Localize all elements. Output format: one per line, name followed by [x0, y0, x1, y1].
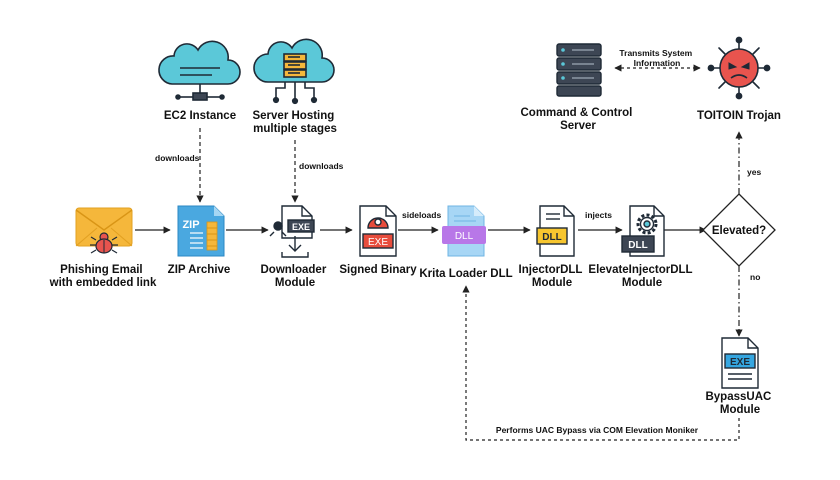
signed-exe-icon: EXE	[359, 205, 397, 257]
injector-node: DLL InjectorDLL Module	[519, 205, 586, 289]
krita-node: DLL Krita Loader DLL	[419, 205, 513, 280]
elevate-badge: DLL	[628, 240, 647, 251]
injector-label: InjectorDLL Module	[519, 264, 586, 289]
signed-label: Signed Binary	[339, 264, 417, 276]
c2-label: Command & Control Server	[520, 107, 635, 132]
trojan-node: TOITOIN Trojan	[697, 36, 781, 122]
decision-label: Elevated?	[712, 225, 766, 237]
downloader-node: EXE Downloader Module	[260, 205, 329, 289]
virus-icon	[707, 36, 771, 100]
phishing-node: Phishing Email with embedded link	[49, 207, 157, 289]
signed-badge: EXE	[368, 237, 388, 248]
zip-badge: ZIP	[182, 219, 199, 231]
edge-label-uac-bypass: Performs UAC Bypass via COM Elevation Mo…	[496, 425, 699, 435]
zip-label: ZIP Archive	[168, 264, 231, 276]
bypass-badge: EXE	[730, 357, 750, 368]
krita-badge: DLL	[455, 231, 474, 242]
injector-badge: DLL	[542, 232, 561, 243]
signed-binary-node: EXE Signed Binary	[339, 205, 417, 276]
elevate-label: ElevateInjectorDLL Module	[588, 264, 695, 289]
elevate-node: DLL ElevateInjectorDLL Module	[588, 205, 695, 289]
cloud-network-icon	[253, 38, 335, 105]
dll-file-icon: DLL	[442, 205, 486, 257]
dll-file-icon: DLL	[536, 205, 575, 257]
server-rack-icon	[556, 43, 602, 97]
zip-file-icon: ZIP	[177, 205, 225, 257]
exe-file-icon: EXE	[721, 337, 759, 389]
edge-label-downloads-server: downloads	[299, 161, 344, 171]
edge-label-downloads-ec2: downloads	[155, 153, 200, 163]
malicious-email-icon	[75, 207, 133, 254]
bypass-node: EXE BypassUAC Module	[705, 337, 774, 416]
edge-label-sideloads: sideloads	[402, 210, 441, 220]
edges	[135, 64, 743, 441]
cloud-server-icon	[158, 40, 241, 101]
edge-label-yes: yes	[747, 167, 761, 177]
c2-node: Command & Control Server	[520, 43, 635, 132]
server-hosting-node: Server Hosting multiple stages	[252, 38, 337, 135]
edge-labels: downloads downloads sideloads injects ye…	[155, 48, 761, 435]
zip-node: ZIP ZIP Archive	[168, 205, 231, 276]
dll-gear-icon: DLL	[621, 205, 665, 257]
ec2-label: EC2 Instance	[164, 110, 236, 122]
edge-label-injects: injects	[585, 210, 612, 220]
exe-download-icon: EXE	[269, 205, 315, 258]
server-hosting-label: Server Hosting multiple stages	[252, 110, 337, 135]
bypass-label: BypassUAC Module	[705, 391, 774, 416]
edge-label-no: no	[750, 272, 760, 282]
decision-node: Elevated?	[702, 193, 776, 267]
ec2-node: EC2 Instance	[158, 40, 241, 122]
downloader-label: Downloader Module	[260, 264, 329, 289]
krita-label: Krita Loader DLL	[419, 268, 512, 280]
decision-diamond	[702, 193, 776, 267]
phishing-label: Phishing Email with embedded link	[49, 264, 157, 289]
edge-label-transmits: Transmits System Information	[619, 48, 694, 68]
downloader-badge: EXE	[292, 222, 310, 232]
edge-bypass-krita	[462, 285, 740, 441]
trojan-label: TOITOIN Trojan	[697, 110, 781, 122]
